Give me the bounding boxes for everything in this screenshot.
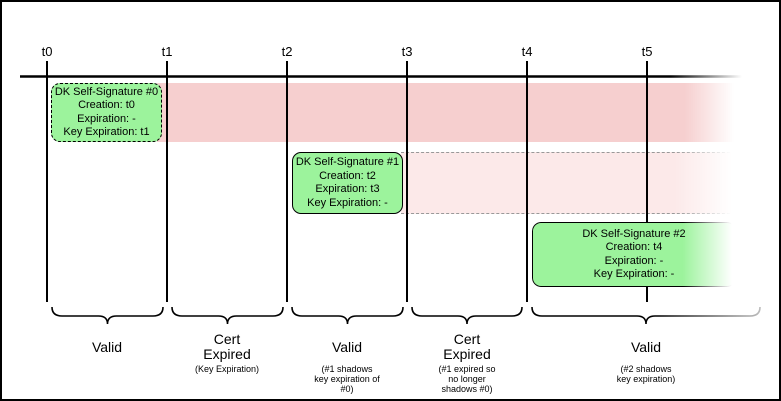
- region-cert-expired-1: Cert Expired (Key Expiration): [147, 331, 307, 375]
- brace-valid-1: [51, 306, 164, 325]
- region-cert-expired-2: Cert Expired (#1 expired so no longer sh…: [387, 331, 547, 395]
- region-sublabel: (Key Expiration): [194, 364, 260, 374]
- signature-title: DK Self-Signature #1: [295, 156, 400, 168]
- tick-label-t3: t3: [401, 44, 413, 59]
- self-signature-box-0: DK Self-Signature #0 Creation: t0 Expira…: [51, 83, 162, 142]
- signature-title: DK Self-Signature #2: [582, 227, 686, 240]
- brace-valid-3: [531, 306, 761, 325]
- tick-label-t4: t4: [521, 44, 533, 59]
- region-valid-2: Valid (#1 shadows key expiration of #0): [267, 332, 427, 394]
- signature-key-expiration: Key Expiration: -: [307, 196, 388, 209]
- region-label: Valid: [91, 338, 123, 355]
- signature-key-expiration: Key Expiration: -: [593, 268, 675, 280]
- tick-label-t1: t1: [161, 44, 173, 59]
- signature-expiration: Expiration: -: [77, 112, 136, 125]
- region-label: Cert Expired: [443, 331, 491, 362]
- tick-label-t5: t5: [641, 44, 653, 59]
- signature-expiration: Expiration: -: [604, 254, 664, 267]
- region-label: Valid: [331, 338, 363, 355]
- region-sublabel: (#1 expired so no longer shadows #0): [438, 364, 496, 394]
- region-sublabel: (#1 shadows key expiration of #0): [314, 364, 380, 394]
- expired-band-signature-0: [157, 83, 737, 142]
- brace-cert-expired-1: [171, 306, 284, 325]
- region-sublabel: (#2 shadows key expiration): [616, 364, 676, 384]
- tick-label-t0: t0: [41, 44, 53, 59]
- region-braces: [51, 306, 761, 325]
- shadowed-band-signature-1: [401, 152, 735, 214]
- signature-key-expiration: Key Expiration: t1: [63, 126, 150, 138]
- self-signature-box-2: DK Self-Signature #2 Creation: t4 Expira…: [532, 222, 736, 287]
- signature-creation: Creation: t0: [78, 99, 135, 111]
- region-label: Valid: [630, 338, 662, 355]
- brace-valid-2: [291, 306, 404, 325]
- region-valid-1: Valid: [27, 332, 187, 364]
- signature-title: DK Self-Signature #0: [54, 85, 159, 98]
- signature-creation: Creation: t2: [319, 169, 376, 182]
- signature-creation: Creation: t4: [605, 241, 663, 253]
- region-valid-3: Valid (#2 shadows key expiration): [566, 332, 726, 384]
- signature-expiration: Expiration: t3: [315, 183, 380, 195]
- tick-label-t2: t2: [281, 44, 293, 59]
- self-signature-box-1: DK Self-Signature #1 Creation: t2 Expira…: [292, 152, 403, 214]
- region-label: Cert Expired: [203, 331, 251, 362]
- brace-cert-expired-2: [411, 306, 523, 325]
